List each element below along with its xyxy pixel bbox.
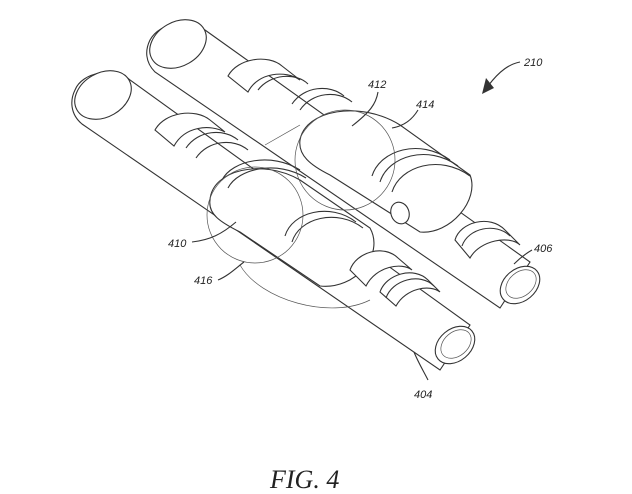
label-410: 410: [168, 238, 187, 250]
figure-caption: FIG. 4: [269, 465, 339, 494]
leader-lines: [191, 61, 533, 381]
rear-tube-assembly: [146, 19, 541, 309]
housing-outline: [206, 109, 396, 309]
label-406: 406: [534, 243, 553, 255]
label-210: 210: [523, 57, 543, 69]
label-404: 404: [414, 389, 432, 401]
front-tube-assembly: [71, 70, 476, 371]
label-416: 416: [194, 275, 213, 287]
label-414: 414: [416, 99, 434, 111]
label-412: 412: [368, 79, 386, 91]
